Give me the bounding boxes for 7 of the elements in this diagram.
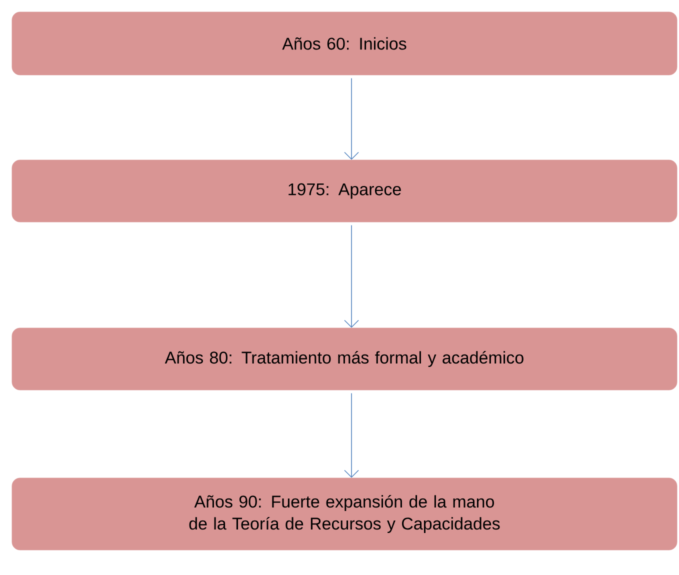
process-box: Años 90: Fuerte expansión de la mano de la Teoría de Recursos y Capacidades	[12, 478, 678, 550]
process-box: Años 80: Tratamiento más formal y académico	[12, 328, 678, 390]
process-box: Años 60: Inicios	[12, 12, 678, 76]
arrow	[344, 78, 359, 160]
arrow	[344, 392, 359, 478]
arrow	[344, 224, 359, 328]
process-box: 1975: Aparece	[12, 160, 678, 222]
